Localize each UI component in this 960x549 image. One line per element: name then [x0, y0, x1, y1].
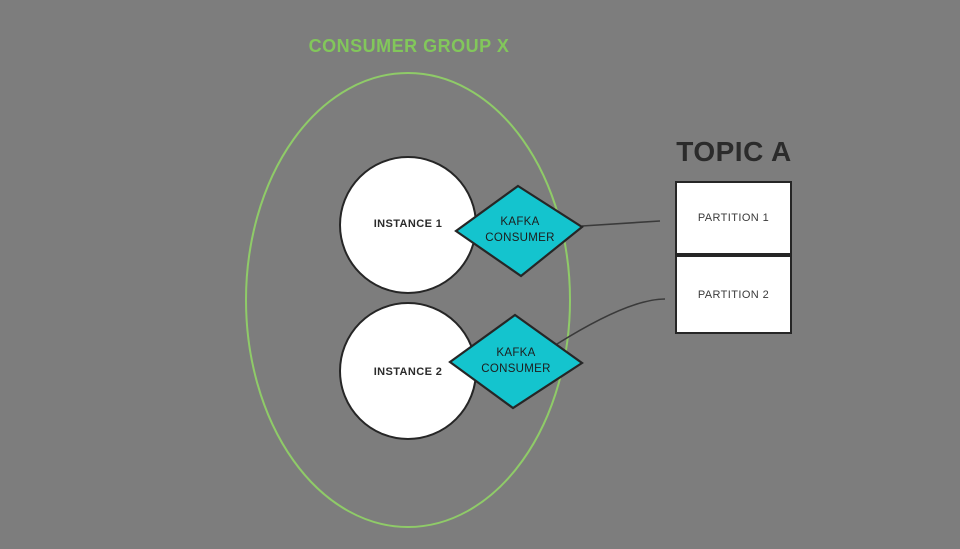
kafka-consumer-2-label-line1: KAFKA: [496, 347, 536, 359]
kafka-consumer-1-label: KAFKA CONSUMER: [455, 214, 585, 246]
partition-2-label: PARTITION 2: [697, 288, 770, 301]
kafka-consumer-2-diamond: [448, 313, 584, 410]
kafka-consumer-1-label-line1: KAFKA: [500, 216, 540, 228]
kafka-consumer-2-label: KAFKA CONSUMER: [451, 345, 581, 377]
kafka-consumer-2-label-line2: CONSUMER: [481, 363, 551, 375]
partition-1-label: PARTITION 1: [697, 212, 770, 224]
instance-2-label: INSTANCE 2: [373, 366, 443, 378]
partition-1-box: PARTITION 1: [675, 181, 792, 255]
partition-2-box: PARTITION 2: [675, 255, 792, 334]
consumer-group-ellipse: [245, 72, 571, 528]
connector-consumer1-partition1: [581, 220, 661, 227]
instance-1-label: INSTANCE 1: [373, 218, 443, 230]
topic-title: TOPIC A: [676, 136, 792, 167]
kafka-consumer-1-diamond: [454, 184, 584, 278]
kafka-consumer-1-label-line2: CONSUMER: [485, 232, 555, 244]
consumer-group-title: CONSUMER GROUP X: [308, 36, 510, 56]
connector-consumer2-partition2: [556, 298, 666, 345]
